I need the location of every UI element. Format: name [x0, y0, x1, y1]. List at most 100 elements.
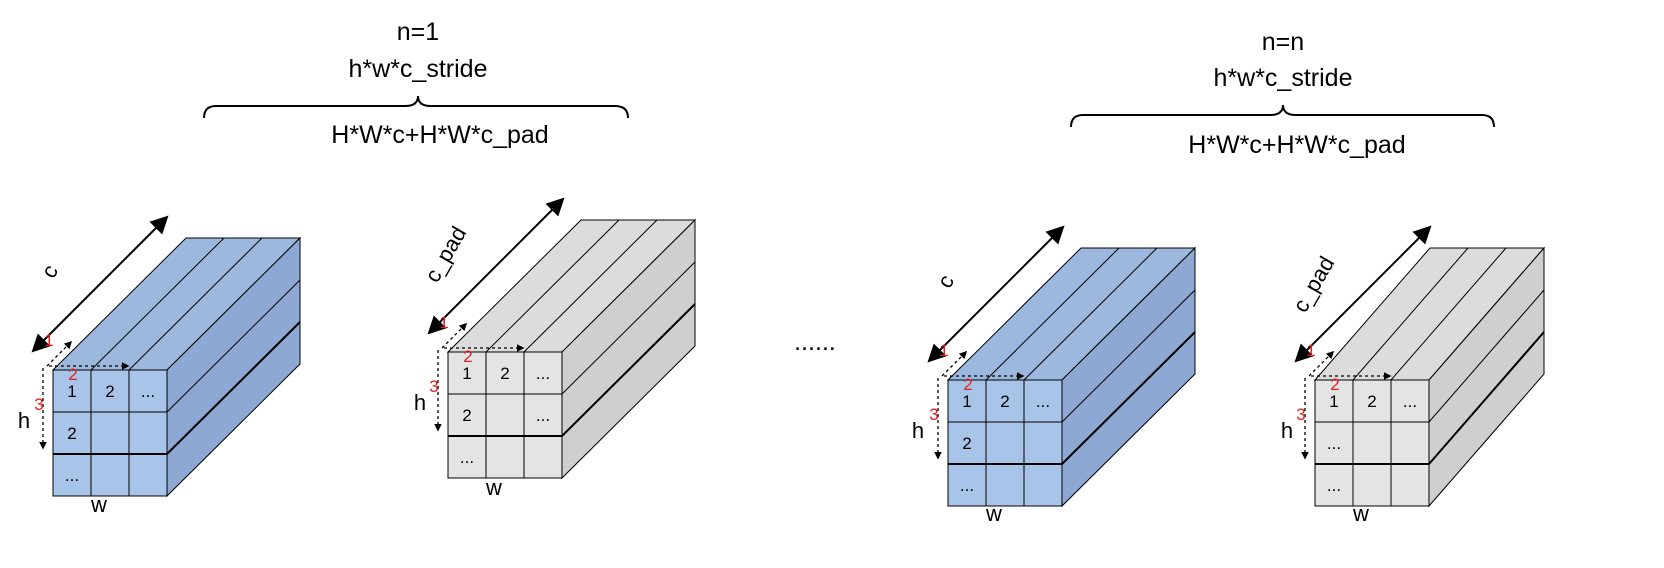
order-label-3: 3	[929, 405, 938, 424]
cell-label: ...	[141, 382, 155, 401]
brace	[203, 95, 629, 119]
cell-label: ...	[1327, 476, 1341, 495]
cell-label: ...	[960, 476, 974, 495]
side-divider	[166, 321, 301, 455]
front-cell	[485, 351, 525, 395]
front-cell	[1023, 421, 1063, 465]
h-label: h	[414, 390, 426, 415]
order-label-1: 1	[44, 331, 53, 350]
cell-label: 2	[1000, 392, 1009, 411]
front-cell	[1390, 421, 1430, 465]
depth-arrow	[31, 215, 169, 353]
cell-label: 1	[67, 382, 76, 401]
front-cell	[985, 379, 1025, 423]
side-divider	[166, 279, 301, 413]
front-cell	[1390, 463, 1430, 507]
front-cell	[52, 369, 92, 413]
cell-label: 2	[500, 364, 509, 383]
front-cell	[1023, 379, 1063, 423]
side-divider	[1061, 289, 1196, 423]
front-cell	[1352, 463, 1392, 507]
cell-label: 1	[1329, 392, 1338, 411]
h-label: h	[18, 408, 30, 433]
depth-label: c_pad	[420, 222, 472, 286]
order-label-1: 1	[439, 313, 448, 332]
depth-arrow	[927, 225, 1065, 363]
front-cell	[447, 435, 487, 479]
ellipsis: ......	[794, 328, 836, 356]
side-divider	[561, 303, 696, 437]
cell-label: 2	[67, 424, 76, 443]
front-cell	[485, 393, 525, 437]
front-cell	[1023, 463, 1063, 507]
cell-label: ...	[1036, 392, 1050, 411]
front-cell	[1314, 379, 1354, 423]
front-cell	[90, 453, 130, 497]
group-2-header: n=n h*w*c_stride H*W*c+H*W*c_pad	[1070, 28, 1495, 159]
w-label: w	[985, 501, 1002, 526]
depth-arrow	[427, 197, 565, 335]
front-cell	[128, 453, 168, 497]
brace	[1070, 104, 1495, 128]
cell-label: 1	[962, 392, 971, 411]
depth-label: c	[36, 260, 63, 282]
order-label-3: 3	[429, 377, 438, 396]
cell-label: 2	[962, 434, 971, 453]
cell-label: ...	[536, 406, 550, 425]
size-label: H*W*c+H*W*c_pad	[1188, 131, 1405, 159]
order-label-2: 2	[963, 375, 972, 394]
side-divider	[1428, 289, 1545, 423]
depth-arrow	[1294, 225, 1432, 363]
group-1-header: n=1 h*w*c_stride H*W*c+H*W*c_pad	[203, 18, 629, 149]
front-cell	[485, 435, 525, 479]
cell-label: 2	[462, 406, 471, 425]
h-label: h	[912, 418, 924, 443]
order-label-3: 3	[34, 395, 43, 414]
stride-label: h*w*c_stride	[1214, 64, 1353, 92]
cell-label: ...	[65, 466, 79, 485]
size-label: H*W*c+H*W*c_pad	[331, 121, 548, 149]
w-label: w	[485, 475, 502, 500]
order-label-1: 1	[939, 341, 948, 360]
depth-label: c	[932, 270, 959, 292]
depth-label: c_pad	[1288, 252, 1340, 316]
order-label-2: 2	[463, 347, 472, 366]
n-label: n=n	[1262, 28, 1304, 56]
w-label: w	[90, 492, 107, 517]
order-label-2: 2	[68, 365, 77, 384]
front-cell	[947, 379, 987, 423]
cell-label: 1	[462, 364, 471, 383]
front-cell	[1352, 379, 1392, 423]
front-cell	[1352, 421, 1392, 465]
cell-label: 2	[105, 382, 114, 401]
order-label-3: 3	[1296, 405, 1305, 424]
stride-label: h*w*c_stride	[349, 55, 488, 83]
front-cell	[947, 463, 987, 507]
order-label-1: 1	[1306, 341, 1315, 360]
w-label: w	[1352, 501, 1369, 526]
front-cell	[523, 393, 563, 437]
side-divider	[1061, 331, 1196, 465]
cell-label: ...	[1327, 434, 1341, 453]
front-cell	[128, 411, 168, 455]
front-cell	[447, 393, 487, 437]
cell-label: 2	[1367, 392, 1376, 411]
cell-label: ...	[536, 364, 550, 383]
n-label: n=1	[397, 18, 439, 46]
front-cell	[523, 435, 563, 479]
front-cell	[128, 369, 168, 413]
front-cell	[985, 421, 1025, 465]
cell-label: ...	[460, 448, 474, 467]
cell-label: ...	[1403, 392, 1417, 411]
front-cell	[90, 411, 130, 455]
side-divider	[1428, 331, 1545, 465]
side-divider	[561, 261, 696, 395]
front-cell	[985, 463, 1025, 507]
